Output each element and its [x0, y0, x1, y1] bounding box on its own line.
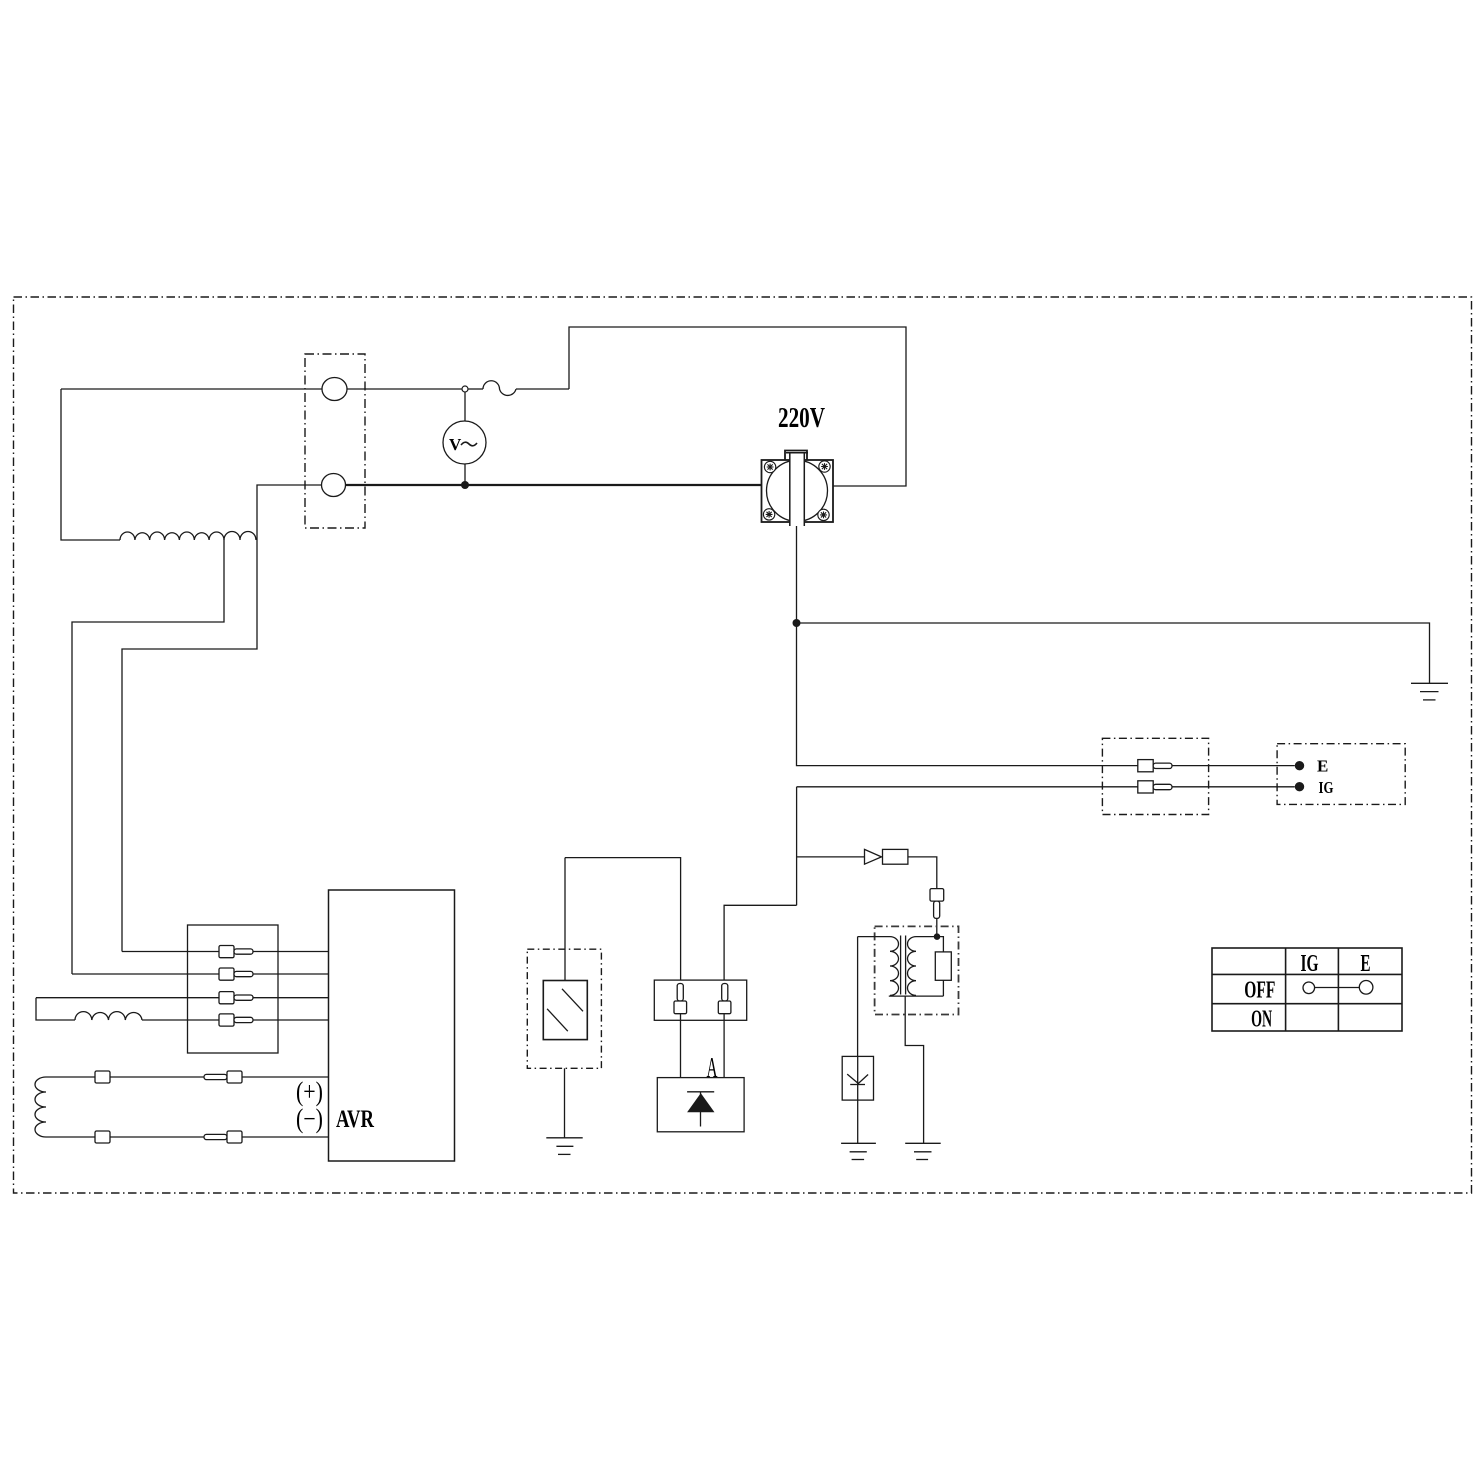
svg-text:E: E: [1361, 951, 1371, 977]
svg-text:(+): (+): [296, 1077, 323, 1107]
svg-text:IG: IG: [1319, 778, 1334, 797]
svg-text:A: A: [707, 1053, 718, 1084]
svg-text:V: V: [449, 435, 462, 454]
svg-text:ON: ON: [1251, 1007, 1272, 1033]
svg-text:OFF: OFF: [1244, 978, 1275, 1004]
svg-text:AVR: AVR: [336, 1106, 375, 1133]
svg-text:IG: IG: [1301, 951, 1319, 977]
svg-text:220V: 220V: [778, 403, 825, 434]
svg-text:(−): (−): [296, 1104, 323, 1134]
svg-text:E: E: [1317, 757, 1328, 776]
